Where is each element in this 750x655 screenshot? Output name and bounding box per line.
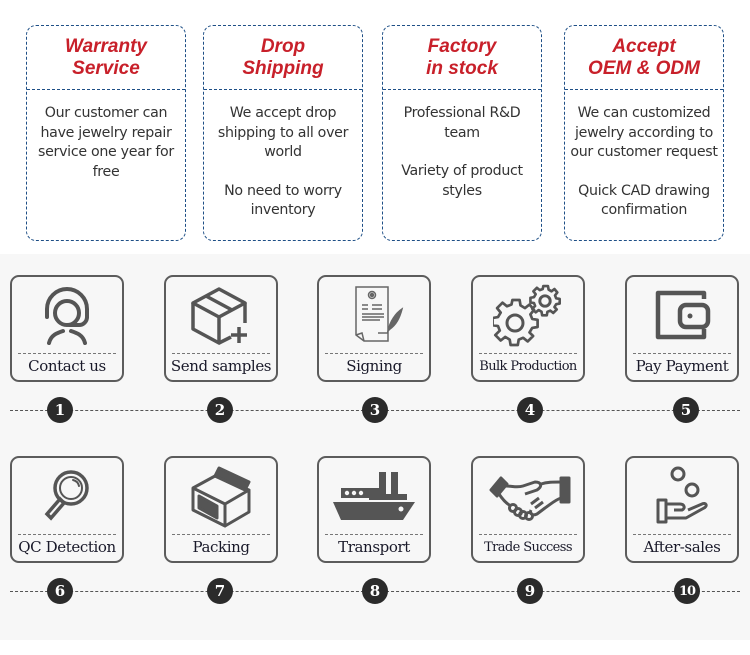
feature-title: Factory in stock xyxy=(383,26,541,90)
feature-title: Accept OEM & ODM xyxy=(565,26,723,90)
feature-text: No need to worry inventory xyxy=(224,182,342,219)
step-pay-payment: Pay Payment xyxy=(625,275,739,382)
step-number-badge: 4 xyxy=(517,397,543,423)
step-trade-success: Trade Success xyxy=(471,456,585,563)
divider xyxy=(172,353,270,354)
feature-text: Our customer can have jewelry repair ser… xyxy=(38,105,174,180)
divider xyxy=(325,534,423,535)
step-send-samples: Send samples xyxy=(164,275,278,382)
feature-card-factory-stock: Factory in stock Professional R&D team V… xyxy=(382,25,542,241)
handshake-icon xyxy=(473,464,583,528)
feature-text: We can customized jewelry according to o… xyxy=(570,105,718,160)
step-label: Transport xyxy=(338,538,410,556)
hand-coins-icon xyxy=(627,464,737,528)
step-bulk-production: Bulk Production xyxy=(471,275,585,382)
gears-icon xyxy=(473,283,583,347)
magnifier-icon xyxy=(12,464,122,528)
feature-title: Warranty Service xyxy=(27,26,185,90)
feature-text: We accept drop shipping to all over worl… xyxy=(217,105,349,160)
feature-card-oem-odm: Accept OEM & ODM We can customized jewel… xyxy=(564,25,724,241)
divider xyxy=(18,353,116,354)
step-number-badge: 8 xyxy=(362,578,388,604)
step-label: Trade Success xyxy=(484,540,572,555)
step-packing: Packing xyxy=(164,456,278,563)
divider xyxy=(479,353,577,354)
step-signing: Signing xyxy=(317,275,431,382)
feature-text: Professional R&D team xyxy=(403,105,521,141)
step-number-badge: 5 xyxy=(673,397,699,423)
divider xyxy=(325,353,423,354)
feature-card-drop-shipping: Drop Shipping We accept drop shipping to… xyxy=(203,25,363,241)
ship-icon xyxy=(319,464,429,528)
step-number-badge: 6 xyxy=(47,578,73,604)
open-box-icon xyxy=(166,464,276,528)
divider xyxy=(633,353,731,354)
step-number-badge: 10 xyxy=(674,578,700,604)
feature-card-warranty: Warranty Service Our customer can have j… xyxy=(26,25,186,241)
step-label: Signing xyxy=(346,357,402,375)
step-transport: Transport xyxy=(317,456,431,563)
step-number-badge: 9 xyxy=(517,578,543,604)
box-plus-icon xyxy=(166,283,276,347)
divider xyxy=(18,534,116,535)
step-number-badge: 7 xyxy=(207,578,233,604)
step-contact-us: Contact us xyxy=(10,275,124,382)
step-after-sales: After-sales xyxy=(625,456,739,563)
step-number-badge: 3 xyxy=(362,397,388,423)
wallet-icon xyxy=(627,283,737,347)
feature-text: Variety of product styles xyxy=(401,163,523,199)
divider xyxy=(479,534,577,535)
step-label: QC Detection xyxy=(18,538,116,556)
step-qc-detection: QC Detection xyxy=(10,456,124,563)
step-label: After-sales xyxy=(643,538,721,556)
step-number-badge: 2 xyxy=(207,397,233,423)
step-number-badge: 1 xyxy=(47,397,73,423)
feature-title: Drop Shipping xyxy=(204,26,362,90)
divider xyxy=(633,534,731,535)
contract-quill-icon xyxy=(319,283,429,347)
headset-person-icon xyxy=(12,283,122,347)
step-label: Contact us xyxy=(28,357,106,375)
step-label: Packing xyxy=(192,538,250,556)
step-label: Send samples xyxy=(170,357,272,375)
step-label: Pay Payment xyxy=(635,357,729,375)
step-label: Bulk Production xyxy=(479,359,577,374)
divider xyxy=(172,534,270,535)
feature-text: Quick CAD drawing confirmation xyxy=(578,182,710,219)
